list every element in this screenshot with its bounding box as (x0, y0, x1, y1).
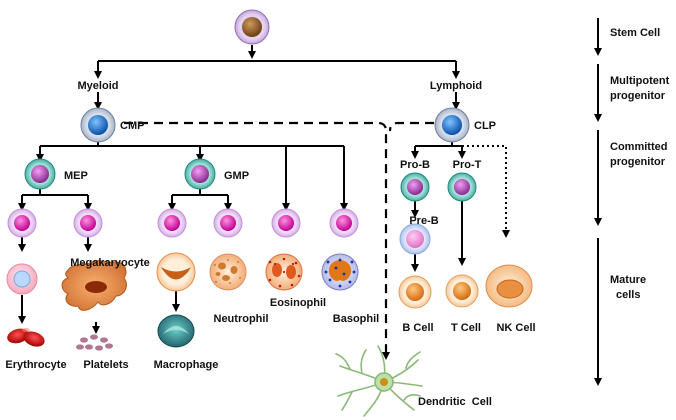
erythrocyte-label: Erythrocyte (5, 359, 66, 371)
platelets-label: Platelets (83, 359, 128, 371)
b-cell-label: B Cell (402, 322, 433, 334)
dendritic-cell-icon (335, 345, 423, 417)
pre-b-label: Pre-B (409, 215, 438, 227)
pro-b-cell-icon (400, 172, 430, 202)
eosinophil-label: Eosinophil (270, 297, 326, 309)
erythroid-precursor-icon (7, 208, 37, 238)
gmp-cell-icon (184, 158, 216, 190)
stage-committed-line1: Committed (610, 141, 667, 153)
megakaryocyte-precursor-icon (73, 208, 103, 238)
stage-multipotent-line1: Multipotent (610, 75, 670, 87)
stage-stem-cell: Stem Cell (610, 27, 660, 39)
erythrocyte-icon (7, 328, 45, 347)
mep-label: MEP (64, 170, 88, 182)
b-cell-icon (398, 275, 432, 309)
myeloid-label: Myeloid (78, 80, 119, 92)
erythroblast-icon (6, 263, 38, 295)
t-cell-label: T Cell (451, 322, 481, 334)
neutrophil-label: Neutrophil (214, 313, 269, 325)
pro-t-cell-icon (447, 172, 477, 202)
pro-b-label: Pro-B (400, 159, 430, 171)
clp-label: CLP (474, 120, 496, 132)
t-cell-icon (445, 274, 479, 308)
dendritic-cell-label: Dendritic Cell (418, 396, 492, 408)
megakaryocyte-label: Megakaryocyte (70, 257, 150, 269)
neutrophil-precursor-icon (213, 208, 243, 238)
macrophage-label: Macrophage (154, 359, 219, 371)
stem-cell-icon (234, 9, 270, 45)
monocyte-icon (156, 252, 196, 292)
connectors (18, 45, 466, 334)
nk-cell-label: NK Cell (496, 322, 535, 334)
basophil-label: Basophil (333, 313, 379, 325)
pre-b-cell-icon (399, 223, 431, 255)
stage-mature-line2: cells (616, 289, 640, 301)
platelets-icon (76, 334, 113, 351)
monocyte-precursor-icon (157, 208, 187, 238)
neutrophil-icon (209, 253, 247, 291)
eosinophil-icon (265, 253, 303, 291)
nk-cell-icon (485, 264, 533, 308)
megakaryocyte-icon (61, 260, 127, 311)
basophil-precursor-icon (329, 208, 359, 238)
cmp-label: CMP (120, 120, 144, 132)
clp-cell-icon (434, 107, 470, 143)
mep-cell-icon (24, 158, 56, 190)
dendritic-connectors (124, 121, 434, 360)
basophil-icon (321, 253, 359, 291)
macrophage-icon (157, 314, 195, 348)
stage-committed-line2: progenitor (610, 156, 666, 168)
pro-t-label: Pro-T (453, 159, 482, 171)
lymphoid-label: Lymphoid (430, 80, 482, 92)
cmp-cell-icon (80, 107, 116, 143)
stage-multipotent-line2: progenitor (610, 90, 666, 102)
stage-mature-line1: Mature (610, 274, 646, 286)
gmp-label: GMP (224, 170, 249, 182)
eosinophil-precursor-icon (271, 208, 301, 238)
